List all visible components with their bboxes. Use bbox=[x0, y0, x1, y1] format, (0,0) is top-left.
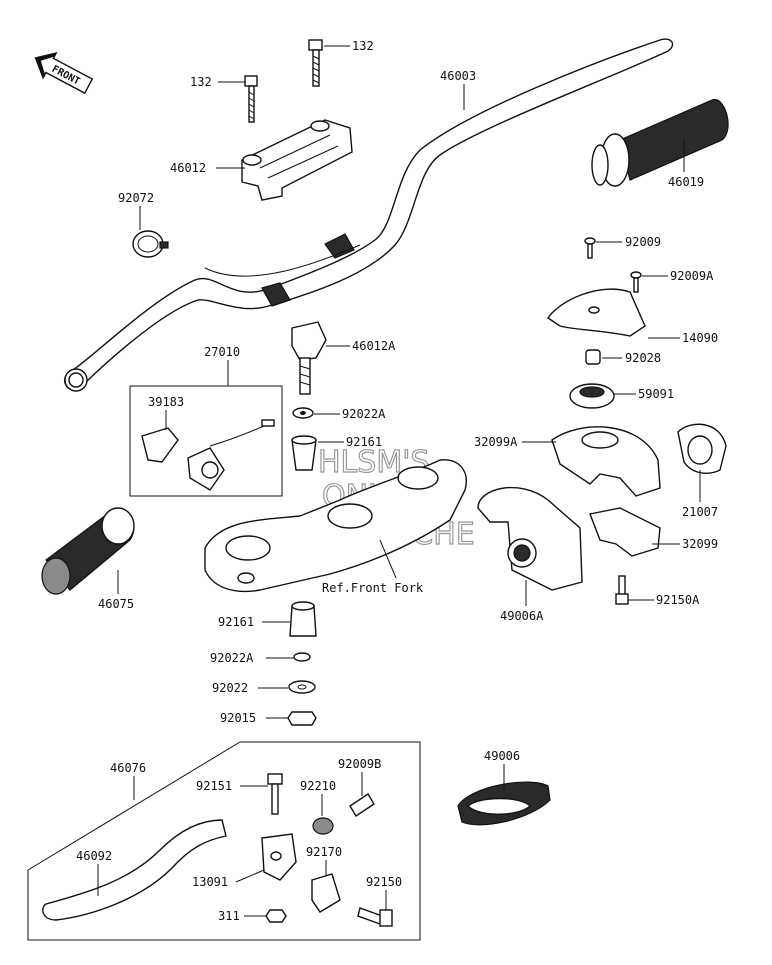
part-label-46019: 46019 bbox=[668, 175, 704, 189]
part-label-13091: 13091 bbox=[192, 875, 228, 889]
part-label-46075: 46075 bbox=[98, 597, 134, 611]
part-label-59091: 59091 bbox=[638, 387, 674, 401]
part-label-132-left: 132 bbox=[190, 75, 212, 89]
ref-front-fork-note: Ref.Front Fork bbox=[322, 581, 424, 595]
part-label-46012: 46012 bbox=[170, 161, 206, 175]
bushing-92161-upper bbox=[291, 435, 317, 471]
part-label-92009B: 92009B bbox=[338, 757, 381, 771]
nut-92015 bbox=[287, 711, 317, 726]
grip-46019 bbox=[591, 99, 729, 187]
part-label-92015: 92015 bbox=[220, 711, 256, 725]
washer-92022 bbox=[288, 680, 316, 694]
screw-92009A bbox=[630, 271, 642, 293]
clip-92072 bbox=[132, 230, 169, 258]
housing-32099 bbox=[589, 507, 661, 557]
bolt-132-left bbox=[244, 75, 258, 123]
part-label-32099A: 32099A bbox=[474, 435, 518, 449]
part-label-92072: 92072 bbox=[118, 191, 154, 205]
callouts: 132 132 46003 46012 46019 92072 92009 92… bbox=[76, 39, 718, 923]
part-label-92022A-lower: 92022A bbox=[210, 651, 254, 665]
bolt-92150A bbox=[615, 575, 629, 605]
part-label-92161-upper: 92161 bbox=[346, 435, 382, 449]
washer-92022A-upper bbox=[292, 407, 314, 419]
part-label-92210: 92210 bbox=[300, 779, 336, 793]
part-label-92028: 92028 bbox=[625, 351, 661, 365]
front-arrow-icon: FRONT bbox=[34, 52, 94, 95]
grip-46075 bbox=[41, 507, 135, 595]
seal-59091 bbox=[569, 383, 615, 409]
part-label-46012A: 46012A bbox=[352, 339, 396, 353]
switch-assembly-27010-box bbox=[129, 385, 283, 497]
part-label-27010: 27010 bbox=[204, 345, 240, 359]
part-label-46003: 46003 bbox=[440, 69, 476, 83]
bolt-132-right bbox=[308, 39, 323, 87]
part-label-92009A: 92009A bbox=[670, 269, 714, 283]
lever-assembly-46076-box bbox=[27, 741, 421, 941]
part-label-92151: 92151 bbox=[196, 779, 232, 793]
throttle-49006A bbox=[477, 486, 583, 591]
cover-21007 bbox=[677, 423, 727, 474]
part-label-311: 311 bbox=[218, 909, 240, 923]
washer-92022A-lower bbox=[293, 652, 311, 662]
part-label-92150A: 92150A bbox=[656, 593, 700, 607]
housing-32099A bbox=[551, 426, 661, 497]
part-label-32099: 32099 bbox=[682, 537, 718, 551]
screw-92009 bbox=[584, 237, 596, 259]
part-label-21007: 21007 bbox=[682, 505, 718, 519]
part-label-92161-lower: 92161 bbox=[218, 615, 254, 629]
part-label-92009: 92009 bbox=[625, 235, 661, 249]
part-label-92150: 92150 bbox=[366, 875, 402, 889]
part-label-46076: 46076 bbox=[110, 761, 146, 775]
clamp-46012 bbox=[241, 119, 353, 201]
riser-46012A bbox=[291, 321, 327, 395]
collar-92028 bbox=[585, 349, 601, 365]
part-label-132-right: 132 bbox=[352, 39, 374, 53]
part-label-14090: 14090 bbox=[682, 331, 718, 345]
part-label-46092: 46092 bbox=[76, 849, 112, 863]
part-label-92022A-upper: 92022A bbox=[342, 407, 386, 421]
part-label-92170: 92170 bbox=[306, 845, 342, 859]
cover-14090 bbox=[547, 288, 646, 337]
part-label-49006A: 49006A bbox=[500, 609, 544, 623]
part-label-49006: 49006 bbox=[484, 749, 520, 763]
grip-49006 bbox=[457, 781, 551, 826]
part-label-92022: 92022 bbox=[212, 681, 248, 695]
triple-clamp bbox=[204, 459, 467, 593]
handlebar-46003 bbox=[64, 38, 674, 392]
bushing-92161-lower bbox=[289, 601, 317, 637]
part-label-39183: 39183 bbox=[148, 395, 184, 409]
